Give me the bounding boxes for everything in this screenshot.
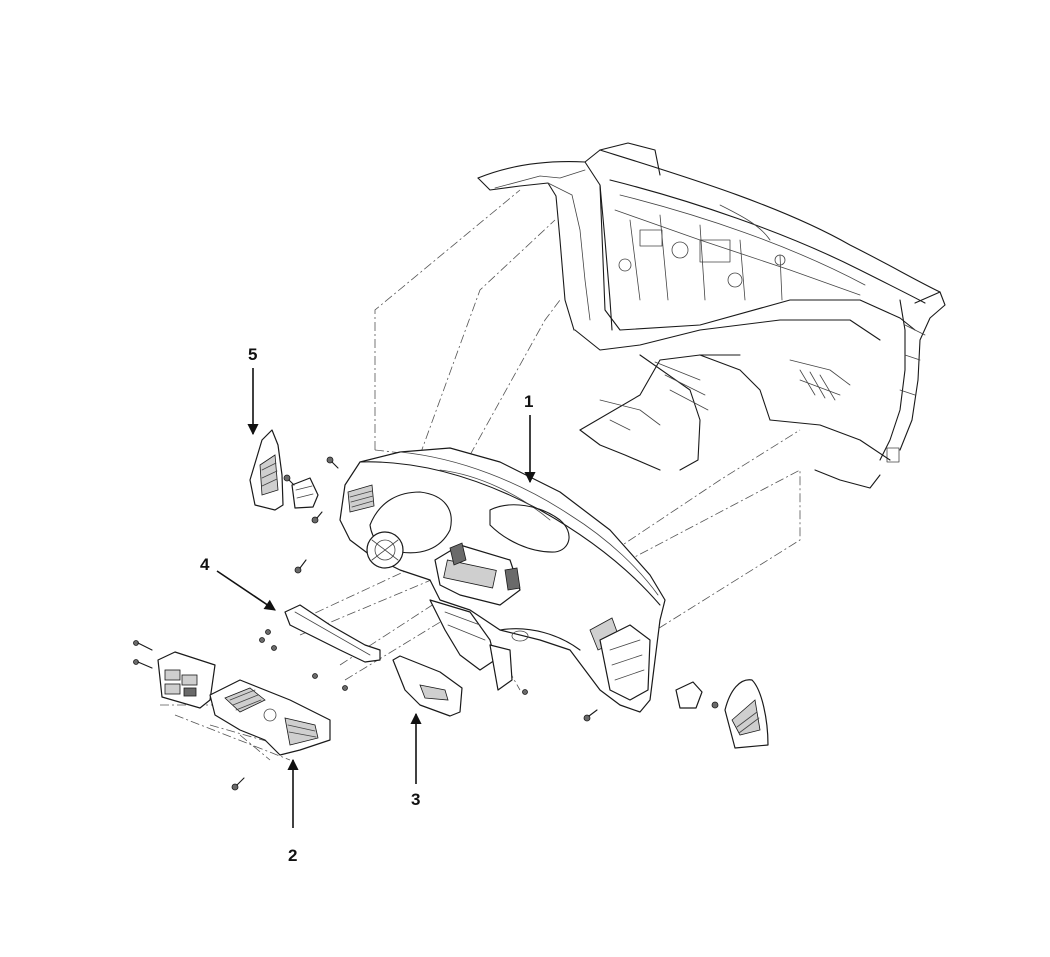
screw [711,701,719,709]
callout-label-2: 2 [288,846,297,865]
screw [231,777,245,791]
screw [326,456,339,469]
screw [522,689,528,695]
lower-panel-driver [157,651,331,756]
screw [271,645,277,651]
vehicle-body-shell [477,142,946,489]
side-cover-left [249,429,319,511]
fasteners [133,456,719,791]
screw [283,474,295,486]
alignment-lines [160,189,801,761]
callout-label-4: 4 [200,555,210,574]
screw [133,659,153,669]
screw [265,629,271,635]
arrow-4 [216,570,276,611]
screw [259,637,265,643]
callout-labels: 1 2 3 4 5 [200,345,533,865]
crash-pad-main-dashboard [339,447,666,713]
callout-label-1: 1 [524,392,533,411]
lower-bracket [284,604,381,663]
callout-arrows [216,368,536,828]
callout-label-3: 3 [411,790,420,809]
side-cover-right [675,679,769,749]
screw [342,685,348,691]
screw [133,640,153,651]
screw [294,559,307,574]
screw [583,709,598,722]
lower-center-cover [392,655,463,717]
callout-label-5: 5 [248,345,257,364]
screw [311,511,323,524]
screw [312,673,318,679]
